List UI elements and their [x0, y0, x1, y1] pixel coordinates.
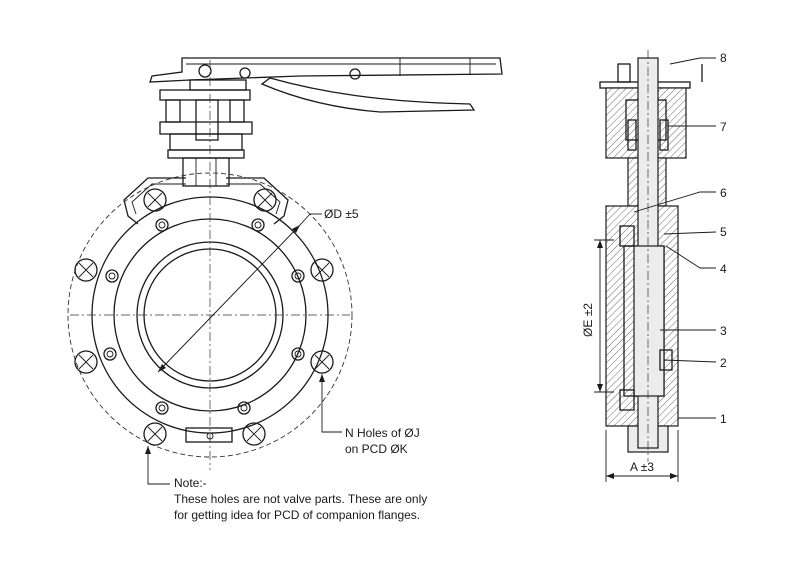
note-line2: for getting idea for PCD of companion fl…: [174, 508, 420, 522]
bracket-right: [226, 177, 289, 225]
body-bolt-holes: [103, 218, 305, 415]
part-label-4: 4: [720, 262, 727, 276]
part-label-5: 5: [720, 225, 727, 239]
part-label-7: 7: [720, 120, 727, 134]
part-label-2: 2: [720, 356, 727, 370]
part-label-1: 1: [720, 412, 727, 426]
bottom-lug: [185, 427, 233, 443]
holes-label-line1: N Holes of ØJ: [345, 426, 420, 440]
bracket-left: [123, 177, 186, 225]
side-section-view: ØE ±2 A ±3 8 7 6 5 4 3 2 1: [581, 50, 727, 482]
lever-handle: [149, 57, 503, 113]
note-leader: [147, 446, 170, 485]
part-label-3: 3: [720, 324, 727, 338]
front-view: ØD ±5 N Holes of ØJ on PCD ØK Note:- The…: [67, 57, 503, 522]
top-plate: [159, 89, 253, 187]
part-leaders: 8 7 6 5 4 3 2 1: [633, 51, 727, 426]
note-title: Note:-: [174, 476, 207, 490]
dim-a-label: A ±3: [630, 460, 654, 474]
companion-flange-holes: [74, 188, 334, 446]
companion-pcd: [67, 172, 353, 458]
dim-e-label: ØE ±2: [581, 303, 595, 337]
holes-label-line2: on PCD ØK: [345, 442, 408, 456]
note-line1: These holes are not valve parts. These a…: [174, 492, 427, 506]
dim-line-d: [157, 224, 301, 373]
part-label-8: 8: [720, 51, 727, 65]
dim-d-label: ØD ±5: [324, 207, 359, 221]
holes-leader: [321, 374, 342, 433]
part-label-6: 6: [720, 186, 727, 200]
